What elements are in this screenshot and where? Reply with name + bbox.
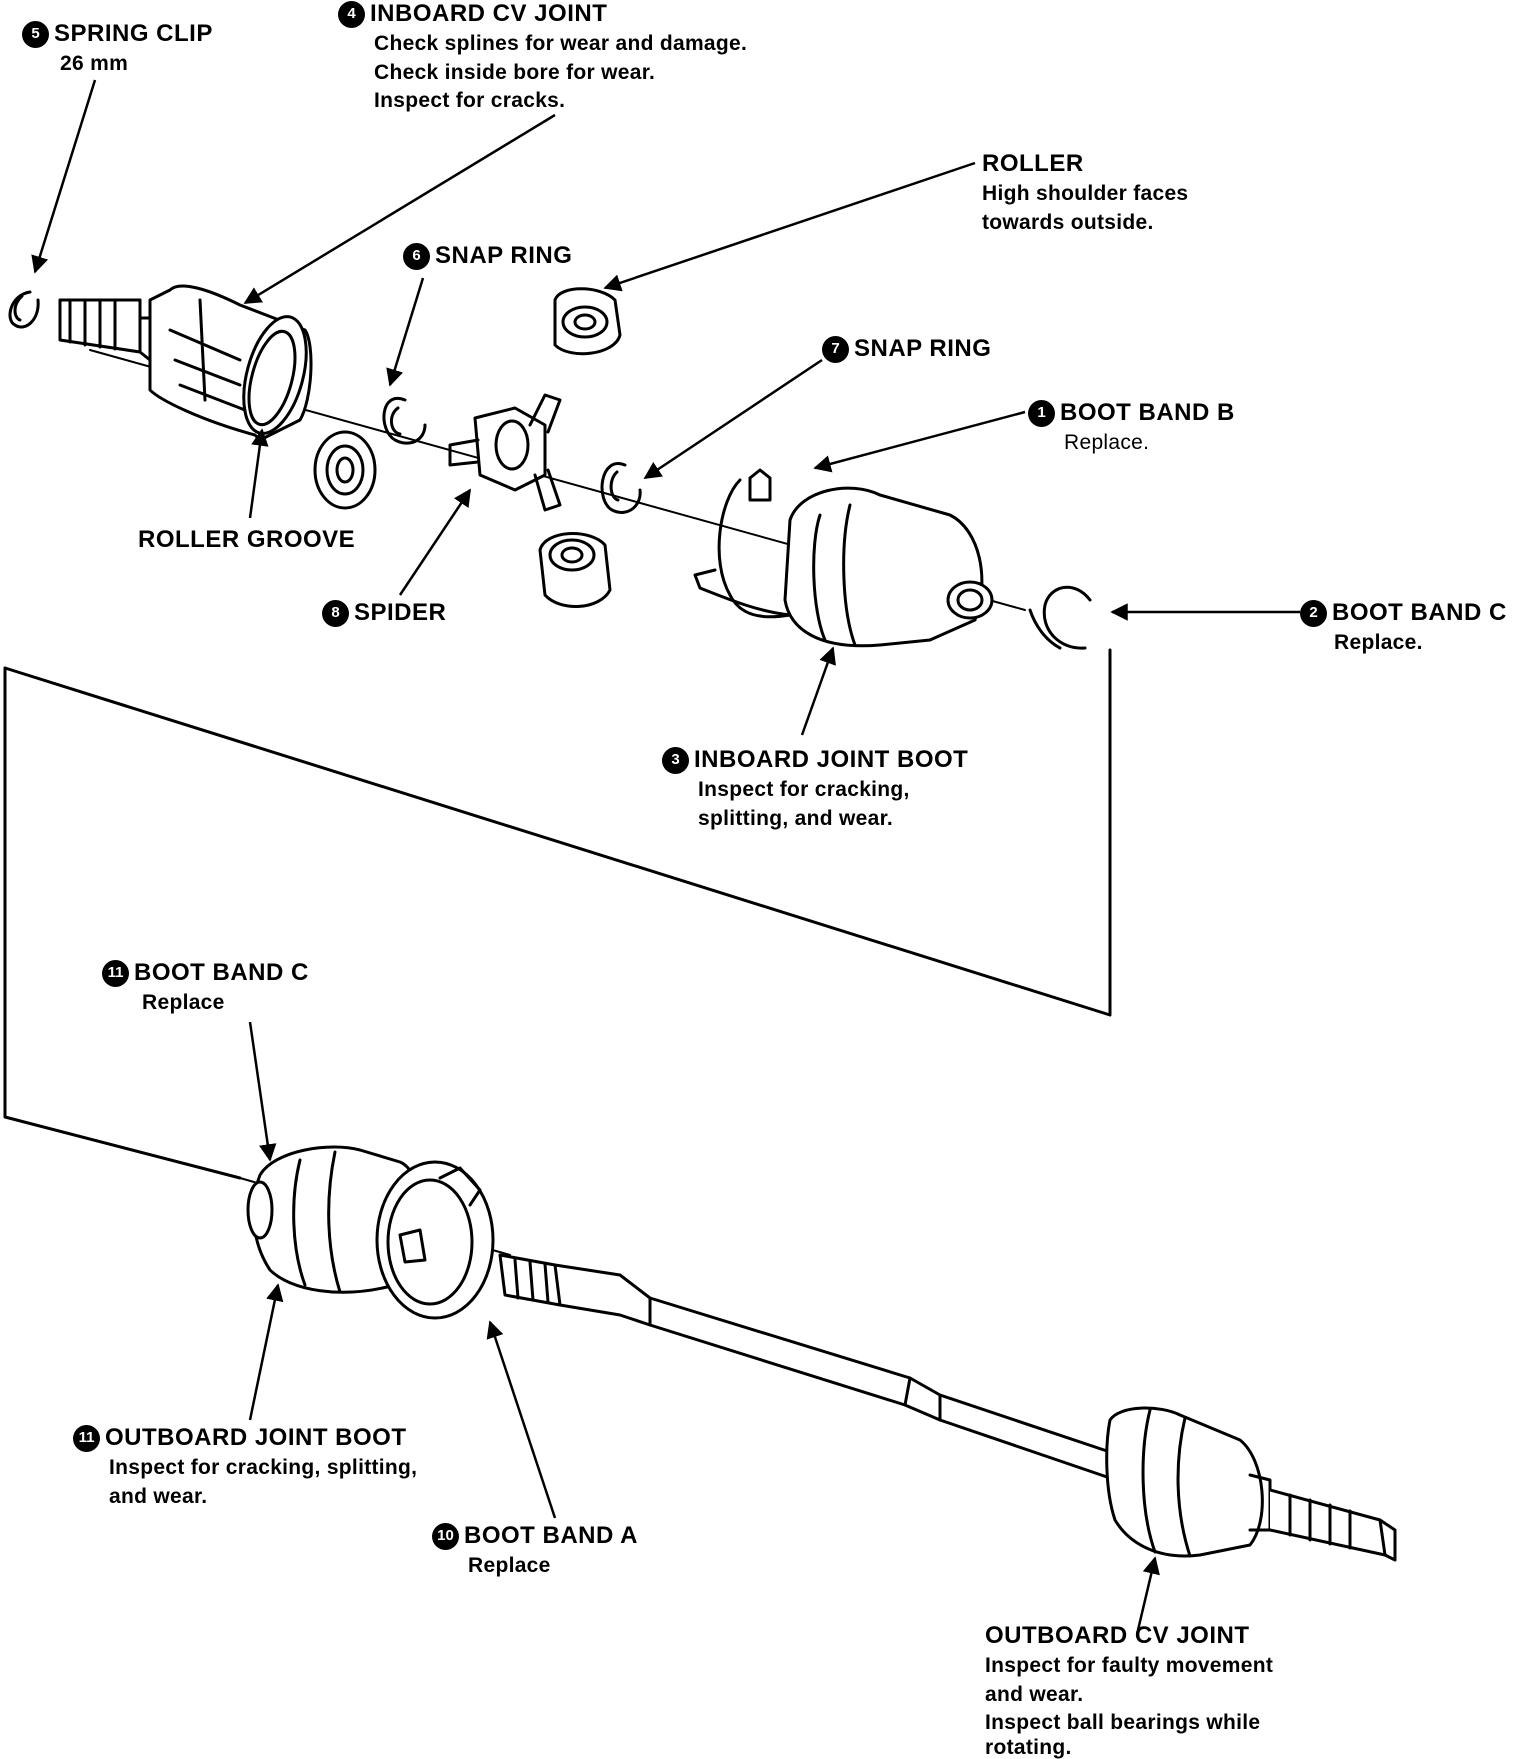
label-note: splitting, and wear. — [698, 806, 894, 830]
inboard-joint-boot-part — [783, 486, 994, 648]
boot-band-a-part — [375, 1160, 495, 1320]
label-note: and wear. — [109, 1484, 208, 1508]
label-title: BOOT BAND C — [134, 959, 309, 986]
label-title: ROLLER GROOVE — [138, 526, 356, 553]
label-title: SPIDER — [354, 599, 447, 626]
label-note: rotating. — [985, 1736, 1072, 1759]
label-note: Replace — [468, 1554, 551, 1578]
callout-badge: 5 — [22, 20, 49, 48]
label-title: OUTBOARD JOINT BOOT — [105, 1424, 407, 1451]
label-title: INBOARD JOINT BOOT — [694, 746, 969, 773]
label-title: INBOARD CV JOINT — [370, 0, 608, 27]
label-note: Check splines for wear and damage. — [374, 32, 748, 56]
label-title: SNAP RING — [854, 335, 992, 362]
label-note: Replace. — [1334, 631, 1423, 655]
leader-arrows — [31, 79, 1300, 1631]
label-title: ROLLER — [982, 150, 1084, 177]
connection-panel-lines — [3, 648, 1112, 1180]
roller-parts — [313, 287, 622, 608]
label-title: BOOT BAND A — [464, 1522, 638, 1549]
callout-badge: 10 — [432, 1522, 459, 1550]
label-note: towards outside. — [982, 210, 1154, 234]
label-note: Replace — [142, 991, 225, 1015]
callout-badge: 3 — [662, 746, 689, 774]
callout-badge: 2 — [1300, 599, 1327, 627]
label-title: SPRING CLIP — [54, 20, 213, 47]
label-note: and wear. — [985, 1682, 1084, 1706]
callout-badge: 11 — [73, 1424, 100, 1452]
label-note: Replace. — [1064, 431, 1150, 455]
label-note: Check inside bore for wear. — [374, 60, 656, 84]
boot-band-c-inboard-part — [1028, 585, 1092, 650]
boot-band-b-part — [693, 468, 792, 619]
label-note: High shoulder faces — [982, 182, 1189, 206]
callout-badge: 6 — [403, 242, 430, 270]
label-note: Inspect for faulty movement — [985, 1654, 1274, 1678]
label-title: SNAP RING — [435, 242, 573, 269]
label-title: BOOT BAND B — [1060, 399, 1235, 426]
label-roller-groove: ROLLER GROOVE — [138, 524, 355, 556]
label-note: Inspect for cracks. — [374, 89, 566, 113]
snap-ring-6-part — [382, 396, 427, 445]
label-title: BOOT BAND C — [1332, 599, 1507, 626]
callout-badge: 4 — [338, 0, 365, 28]
callout-badge: 1 — [1028, 399, 1055, 427]
label-title: OUTBOARD CV JOINT — [985, 1622, 1250, 1649]
label-roller: ROLLER High shoulder faces towards outsi… — [982, 148, 1188, 237]
callout-badge: 11 — [102, 959, 129, 987]
snap-ring-7-part — [600, 462, 642, 514]
label-note: Inspect for cracking, — [698, 778, 910, 802]
callout-badge: 7 — [822, 335, 849, 363]
spider-part — [448, 393, 562, 512]
callout-badge: 8 — [322, 599, 349, 627]
inboard-cv-joint-part — [58, 284, 313, 442]
label-note: Inspect ball bearings while — [985, 1711, 1261, 1735]
outboard-cv-joint-part — [1105, 1406, 1397, 1562]
label-note: 26 mm — [60, 52, 129, 76]
label-note: Inspect for cracking, splitting, — [109, 1456, 418, 1480]
spring-clip-part — [8, 290, 40, 329]
